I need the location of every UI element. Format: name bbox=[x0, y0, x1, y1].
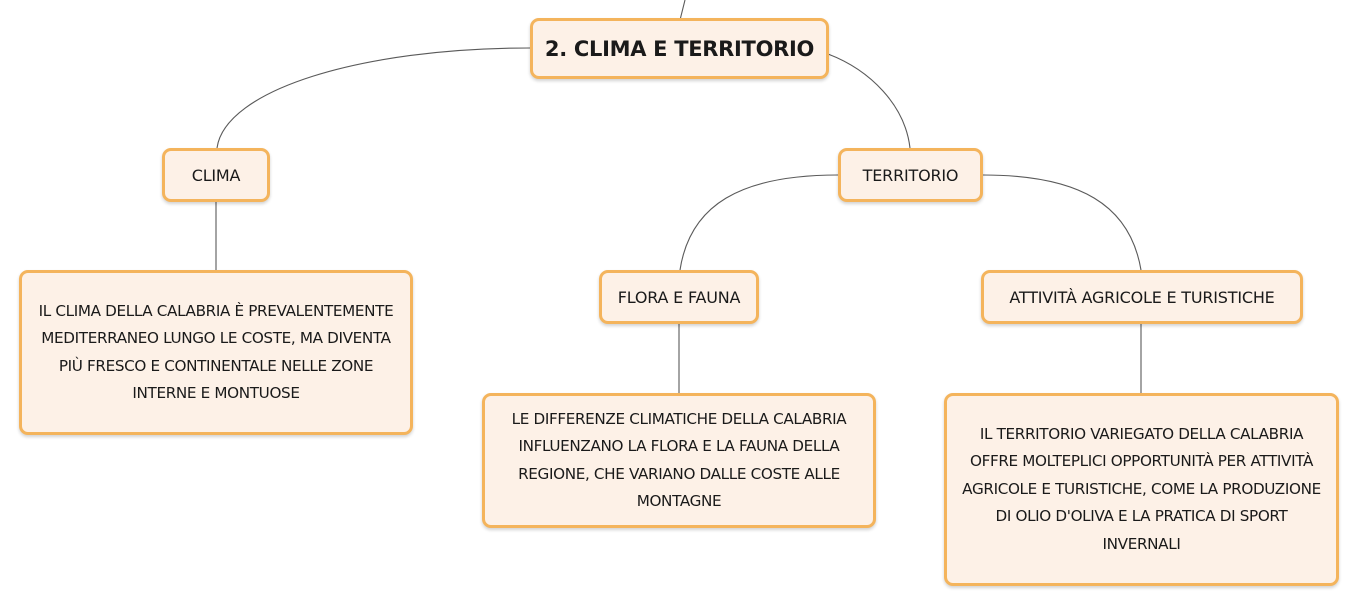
node-attivita-description[interactable]: IL TERRITORIO VARIEGATO DELLA CALABRIA O… bbox=[944, 393, 1339, 586]
connector-parent-to-root bbox=[679, 0, 686, 21]
node-territorio[interactable]: TERRITORIO bbox=[838, 148, 983, 202]
node-flora-fauna-description[interactable]: LE DIFFERENZE CLIMATICHE DELLA CALABRIA … bbox=[482, 393, 876, 528]
node-flora-fauna-description-text: LE DIFFERENZE CLIMATICHE DELLA CALABRIA … bbox=[511, 409, 847, 511]
node-attivita-description-text: IL TERRITORIO VARIEGATO DELLA CALABRIA O… bbox=[962, 424, 1321, 553]
connector-territorio-to-flora bbox=[679, 174, 839, 271]
node-clima-label: CLIMA bbox=[191, 165, 241, 185]
node-clima-description[interactable]: IL CLIMA DELLA CALABRIA È PREVALENTEMENT… bbox=[19, 270, 413, 435]
node-territorio-label: TERRITORIO bbox=[862, 165, 959, 185]
connector-territorio-to-attivita bbox=[982, 174, 1142, 271]
node-clima-description-text: IL CLIMA DELLA CALABRIA È PREVALENTEMENT… bbox=[38, 301, 394, 403]
connector-root-to-clima bbox=[216, 47, 531, 149]
node-clima[interactable]: CLIMA bbox=[162, 148, 270, 202]
node-flora-fauna[interactable]: FLORA E FAUNA bbox=[599, 270, 759, 324]
connector-root-to-territorio bbox=[827, 53, 911, 149]
node-flora-fauna-label: FLORA E FAUNA bbox=[617, 287, 741, 307]
node-attivita[interactable]: ATTIVITÀ AGRICOLE E TURISTICHE bbox=[981, 270, 1303, 324]
node-root-label: 2. CLIMA E TERRITORIO bbox=[544, 36, 815, 61]
node-attivita-label: ATTIVITÀ AGRICOLE E TURISTICHE bbox=[1009, 287, 1275, 307]
node-root[interactable]: 2. CLIMA E TERRITORIO bbox=[530, 18, 829, 79]
